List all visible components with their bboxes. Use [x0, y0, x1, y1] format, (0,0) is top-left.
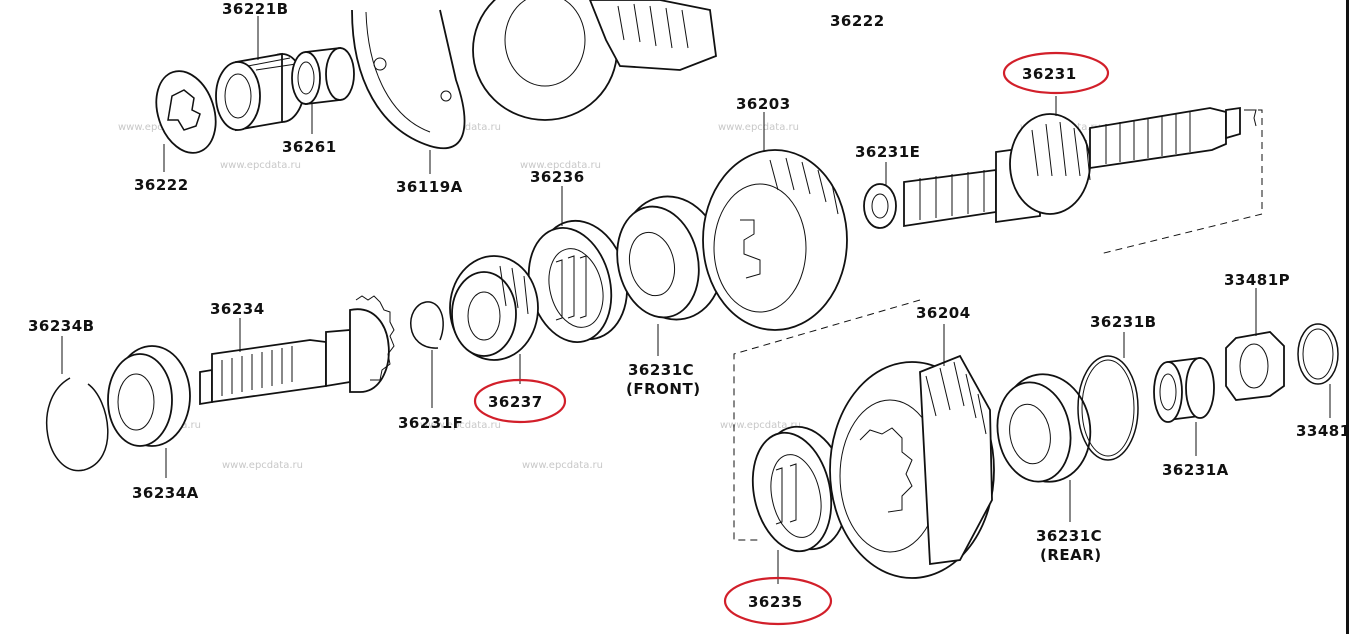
label-36231C-rear: 36231C — [1036, 527, 1102, 545]
part-36203-gear — [702, 149, 848, 331]
part-36235-sleeve — [751, 425, 848, 553]
dashed-guide-bottom — [733, 299, 921, 541]
label-36119A: 36119A — [396, 178, 463, 196]
label-36221B: 36221B — [222, 0, 289, 18]
watermark: www.epcdata.ru — [118, 122, 199, 133]
part-36231A-collar — [1153, 356, 1215, 423]
label-36231C-front: 36231C — [628, 361, 694, 379]
part-36222-washer — [155, 70, 217, 154]
part-labels: 36221B 36222 36231 36203 36231E 36261 36… — [28, 0, 1349, 611]
highlight-36231 — [1002, 51, 1110, 95]
watermark: www.epcdata.ru — [520, 160, 601, 171]
part-36204-gear — [829, 354, 995, 579]
part-36231B-ring — [1077, 355, 1139, 461]
label-36222-top: 36222 — [830, 12, 885, 30]
part-36234-shaft — [199, 295, 395, 406]
label-36235: 36235 — [748, 593, 803, 611]
label-33481P: 33481P — [1224, 271, 1290, 289]
watermark: www.epcdata.ru — [718, 122, 799, 133]
watermark: www.epcdata.ru — [220, 160, 301, 171]
label-36234B: 36234B — [28, 317, 95, 335]
label-36231A: 36231A — [1162, 461, 1229, 479]
label-36237: 36237 — [488, 393, 543, 411]
label-36236: 36236 — [530, 168, 585, 186]
part-36221B-bearing — [215, 52, 305, 132]
watermark: www.epcdata.ru — [222, 460, 303, 471]
part-36261-sleeve — [291, 46, 355, 106]
label-36203: 36203 — [736, 95, 791, 113]
part-36119A-plate — [351, 9, 466, 149]
part-36231-shaft — [863, 106, 1257, 229]
label-36222-left: 36222 — [134, 176, 189, 194]
highlight-marks — [473, 51, 1110, 626]
label-36231B: 36231B — [1090, 313, 1157, 331]
label-36204: 36204 — [916, 304, 971, 322]
label-36234: 36234 — [210, 300, 265, 318]
label-front: (FRONT) — [626, 380, 701, 398]
leader-lines — [61, 16, 1331, 584]
part-36237-gear — [449, 255, 539, 361]
label-33481: 33481 — [1296, 422, 1349, 440]
label-36231F: 36231F — [398, 414, 463, 432]
highlight-36237 — [473, 378, 567, 424]
label-36234A: 36234A — [132, 484, 199, 502]
watermark: www.epcdata.ru — [720, 420, 801, 431]
label-36231: 36231 — [1022, 65, 1077, 83]
watermark: www.epcdata.ru — [522, 460, 603, 471]
part-36234B-snap-ring — [46, 377, 109, 472]
part-36231C-rear-bearing — [996, 373, 1092, 483]
part-33481P-nut — [1225, 331, 1285, 401]
window-edge — [1346, 0, 1349, 634]
part-36234A-bearing — [107, 345, 191, 447]
highlight-36235 — [723, 576, 833, 626]
label-rear: (REAR) — [1040, 546, 1102, 564]
part-top-gear-stack — [472, 0, 717, 121]
part-33481-washer — [1297, 323, 1339, 385]
part-36231C-front-bearing — [616, 195, 724, 321]
watermark: www.epcdata.ru — [420, 420, 501, 431]
label-36261: 36261 — [282, 138, 337, 156]
part-36231F-snap-ring — [410, 301, 444, 349]
label-36231E: 36231E — [855, 143, 920, 161]
